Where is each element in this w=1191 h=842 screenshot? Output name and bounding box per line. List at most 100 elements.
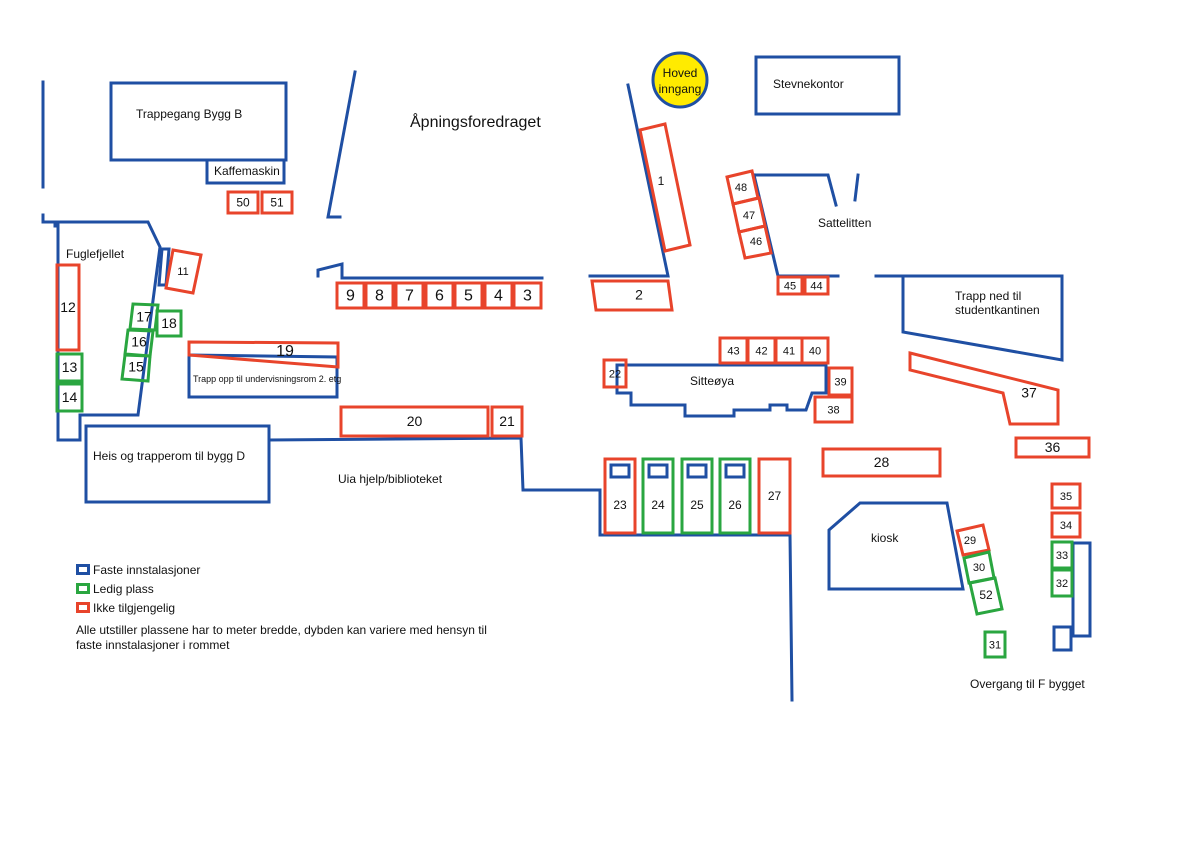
booth-37[interactable]: 37: [908, 351, 1060, 426]
booth-51[interactable]: 51: [260, 190, 294, 215]
legend-swatch-blue: [76, 564, 90, 575]
booth-2-outline[interactable]: [590, 279, 674, 312]
booth-11[interactable]: 11: [164, 248, 203, 295]
booth-41[interactable]: 41: [774, 336, 804, 365]
booth-35-number: 35: [1060, 491, 1072, 503]
booth-36[interactable]: 36: [1014, 436, 1091, 459]
booth-42[interactable]: 42: [746, 336, 777, 365]
booth-34-outline[interactable]: [1050, 511, 1082, 539]
booth-23-outline[interactable]: [603, 457, 637, 535]
booth-5[interactable]: 5: [453, 281, 484, 310]
booth-20-outline[interactable]: [339, 405, 490, 438]
booth-24-outline[interactable]: [641, 457, 675, 535]
booth-35[interactable]: 35: [1050, 482, 1082, 510]
booth-50[interactable]: 50: [226, 190, 260, 215]
booth-28-outline[interactable]: [821, 447, 942, 478]
booth-43[interactable]: 43: [718, 336, 749, 365]
booth-1[interactable]: 1: [638, 122, 692, 253]
booth-24[interactable]: 24: [641, 457, 675, 535]
booth-8[interactable]: 8: [364, 281, 395, 310]
booth-44-outline[interactable]: [803, 275, 830, 296]
booth-8-outline[interactable]: [364, 281, 395, 310]
booth-29-outline[interactable]: [955, 523, 991, 557]
booth-36-outline[interactable]: [1014, 436, 1091, 459]
booth-33-outline[interactable]: [1050, 540, 1074, 570]
booth-20[interactable]: 20: [339, 405, 490, 438]
booth-27[interactable]: 27: [757, 457, 792, 535]
booth-26-outline[interactable]: [718, 457, 752, 535]
booth-38[interactable]: 38: [813, 395, 854, 424]
booth-4-number: 4: [494, 288, 503, 305]
booth-32-outline[interactable]: [1050, 568, 1074, 598]
booth-23[interactable]: 23: [603, 457, 637, 535]
booth-33[interactable]: 33: [1050, 540, 1074, 570]
booth-48-outline[interactable]: [725, 169, 760, 206]
f-wall: [1071, 541, 1092, 638]
booth-45[interactable]: 45: [776, 275, 804, 296]
booth-31[interactable]: 31: [983, 630, 1007, 659]
booth-48[interactable]: 48: [725, 169, 760, 206]
booth-18-number: 18: [161, 315, 177, 331]
booth-12-outline[interactable]: [55, 263, 81, 352]
booth-37-outline[interactable]: [908, 351, 1060, 426]
booth-14-outline[interactable]: [55, 382, 84, 413]
booth-9-outline[interactable]: [335, 281, 366, 310]
booth-51-outline[interactable]: [260, 190, 294, 215]
booth-2[interactable]: 2: [590, 279, 674, 312]
booth-22[interactable]: 22: [602, 358, 628, 389]
booth-39-outline[interactable]: [827, 366, 854, 397]
booth-5-outline[interactable]: [453, 281, 484, 310]
booth-18[interactable]: 18: [155, 309, 183, 338]
booth-3[interactable]: 3: [512, 281, 543, 310]
booth-14[interactable]: 14: [55, 382, 84, 413]
booth-9[interactable]: 9: [335, 281, 366, 310]
booth-17-outline[interactable]: [128, 302, 160, 332]
booth-11-outline[interactable]: [164, 248, 203, 295]
booth-35-outline[interactable]: [1050, 482, 1082, 510]
booth-3-number: 3: [523, 288, 532, 305]
booth-19[interactable]: 19: [187, 340, 340, 369]
booth-6-number: 6: [435, 288, 444, 305]
booth-1-outline[interactable]: [638, 122, 692, 253]
booth-16-number: 16: [131, 334, 147, 350]
booth-7-outline[interactable]: [394, 281, 425, 310]
booth-45-outline[interactable]: [776, 275, 804, 296]
booth-30-number: 30: [973, 562, 985, 574]
booth-31-outline[interactable]: [983, 630, 1007, 659]
booth-13[interactable]: 13: [55, 352, 84, 383]
booth-29[interactable]: 29: [955, 523, 991, 557]
booth-3-outline[interactable]: [512, 281, 543, 310]
booth-13-outline[interactable]: [55, 352, 84, 383]
booth-6-outline[interactable]: [424, 281, 455, 310]
booth-21-outline[interactable]: [490, 405, 524, 438]
booth-17[interactable]: 17: [128, 302, 160, 332]
kaffemaskin-box: [205, 158, 286, 185]
booth-52[interactable]: 52: [968, 576, 1004, 616]
booth-50-outline[interactable]: [226, 190, 260, 215]
booth-44[interactable]: 44: [803, 275, 830, 296]
booth-39[interactable]: 39: [827, 366, 854, 397]
booth-24-number: 24: [651, 498, 665, 512]
booth-25[interactable]: 25: [680, 457, 714, 535]
booth-12[interactable]: 12: [55, 263, 81, 352]
booth-28[interactable]: 28: [821, 447, 942, 478]
booth-38-outline[interactable]: [813, 395, 854, 424]
booth-7[interactable]: 7: [394, 281, 425, 310]
booth-7-number: 7: [405, 288, 414, 305]
booth-4[interactable]: 4: [483, 281, 514, 310]
booth-40[interactable]: 40: [800, 336, 830, 365]
booth-43-outline[interactable]: [718, 336, 749, 365]
booth-34[interactable]: 34: [1050, 511, 1082, 539]
booth-22-outline[interactable]: [602, 358, 628, 389]
booth-19-outline[interactable]: [187, 340, 340, 369]
booth-21[interactable]: 21: [490, 405, 524, 438]
booth-27-outline[interactable]: [757, 457, 792, 535]
booth-26[interactable]: 26: [718, 457, 752, 535]
booth-6[interactable]: 6: [424, 281, 455, 310]
booth-32[interactable]: 32: [1050, 568, 1074, 598]
booth-18-outline[interactable]: [155, 309, 183, 338]
booth-25-outline[interactable]: [680, 457, 714, 535]
booth-52-outline[interactable]: [968, 576, 1004, 616]
booth-4-outline[interactable]: [483, 281, 514, 310]
